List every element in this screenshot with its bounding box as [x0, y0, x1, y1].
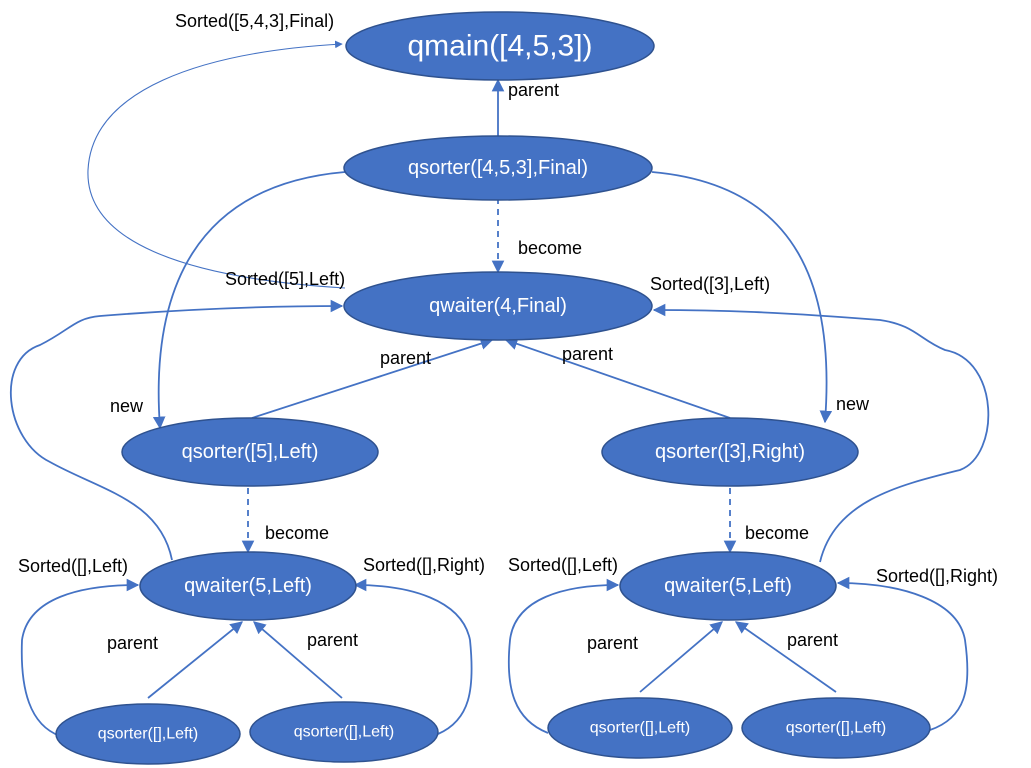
node-qwaiter-5-left-b-label: qwaiter(5,Left) — [664, 575, 792, 597]
label-parent-rr: parent — [787, 630, 838, 650]
label-parent-rl: parent — [587, 633, 638, 653]
node-qsorter-5-left-label: qsorter([5],Left) — [182, 441, 319, 463]
node-qsorter-final-label: qsorter([4,5,3],Final) — [408, 157, 588, 179]
node-qwaiter-final: qwaiter(4,Final) — [343, 271, 653, 341]
edge-parent-ll — [147, 621, 243, 699]
label-parent-lr: parent — [307, 630, 358, 650]
edge-parent-rl — [639, 621, 723, 693]
node-qmain: qmain([4,5,3]) — [345, 11, 655, 81]
label-become-3: become — [745, 523, 809, 543]
label-new-right: new — [836, 394, 870, 414]
node-qmain-label: qmain([4,5,3]) — [407, 30, 592, 63]
label-sorted-5-left: Sorted([5],Left) — [225, 269, 345, 289]
edge-parent-left — [251, 337, 494, 419]
label-sorted-543-final: Sorted([5,4,3],Final) — [175, 11, 334, 31]
node-qsorter-empty-left-3-label: qsorter([],Left) — [590, 720, 690, 737]
label-parent-left: parent — [380, 348, 431, 368]
edge-sorted-empty-right-a — [353, 578, 473, 735]
label-new-left: new — [110, 396, 144, 416]
edge-parent-rr — [734, 621, 837, 693]
label-parent-ll: parent — [107, 633, 158, 653]
label-parent-top: parent — [508, 80, 559, 100]
node-qsorter-5-left: qsorter([5],Left) — [121, 417, 379, 487]
node-qsorter-empty-left-2-label: qsorter([],Left) — [294, 724, 394, 741]
node-qsorter-empty-left-2: qsorter([],Left) — [249, 701, 439, 763]
edge-sorted-final — [87, 40, 346, 289]
node-qwaiter-5-left-a-label: qwaiter(5,Left) — [184, 575, 312, 597]
node-qwaiter-5-left-a: qwaiter(5,Left) — [139, 551, 357, 621]
edge-sorted-empty-right-b — [836, 576, 969, 731]
node-qsorter-empty-left-1: qsorter([],Left) — [55, 703, 241, 765]
label-sorted-3-left: Sorted([3],Left) — [650, 274, 770, 294]
node-qsorter-final: qsorter([4,5,3],Final) — [343, 135, 653, 201]
label-parent-right: parent — [562, 344, 613, 364]
node-qwaiter-final-label: qwaiter(4,Final) — [429, 295, 567, 317]
node-qsorter-3-right-label: qsorter([3],Right) — [655, 441, 805, 463]
edge-sorted-empty-left-a — [20, 578, 140, 737]
node-qsorter-empty-left-4-label: qsorter([],Left) — [786, 720, 886, 737]
edge-parent-right — [504, 337, 731, 419]
edge-parent-lr — [253, 621, 343, 699]
node-qsorter-empty-left-4: qsorter([],Left) — [741, 697, 931, 759]
node-qsorter-empty-left-1-label: qsorter([],Left) — [98, 726, 198, 743]
node-qsorter-empty-left-3: qsorter([],Left) — [547, 697, 733, 759]
edge-sorted-5-left — [9, 299, 344, 561]
node-qsorter-3-right: qsorter([3],Right) — [601, 417, 859, 487]
edge-new-left — [152, 171, 346, 430]
label-sorted-empty-right-b: Sorted([],Right) — [876, 566, 998, 586]
label-become-2: become — [265, 523, 329, 543]
edge-sorted-3-left — [652, 303, 990, 563]
edge-sorted-empty-left-b — [507, 578, 620, 734]
label-sorted-empty-right-a: Sorted([],Right) — [363, 555, 485, 575]
label-sorted-empty-left-a: Sorted([],Left) — [18, 556, 128, 576]
label-become-1: become — [518, 238, 582, 258]
label-sorted-empty-left-b: Sorted([],Left) — [508, 555, 618, 575]
edge-new-right — [651, 171, 833, 424]
node-qwaiter-5-left-b: qwaiter(5,Left) — [619, 551, 837, 621]
